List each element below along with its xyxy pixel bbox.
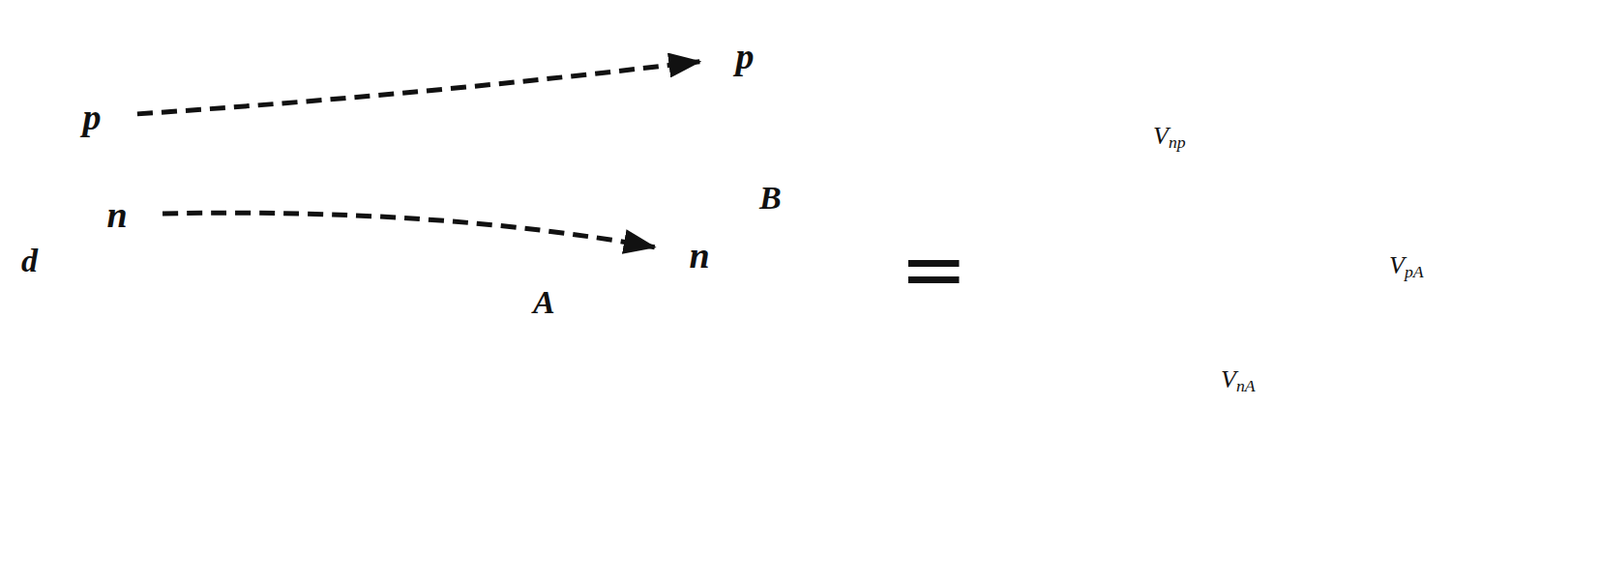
motion-arrow bbox=[188, 160, 386, 168]
neutron: n bbox=[71, 169, 163, 261]
neutron-ball bbox=[699, 471, 785, 557]
proton-ball bbox=[1363, 490, 1450, 576]
node-letter: A bbox=[533, 286, 556, 320]
proton: p bbox=[46, 71, 138, 163]
potential-line bbox=[1117, 76, 1288, 256]
neutron-circle bbox=[654, 210, 744, 300]
neutron-ball bbox=[655, 417, 741, 504]
neutron-ball bbox=[510, 377, 596, 463]
proton-ball bbox=[1489, 524, 1575, 579]
system-b-shape bbox=[484, 183, 797, 572]
nucleus-a: A bbox=[500, 305, 762, 567]
trajectory-arrow bbox=[162, 212, 655, 247]
proton-ball bbox=[1426, 420, 1512, 506]
nucleus-outline bbox=[502, 307, 760, 565]
equals-sign: = bbox=[899, 228, 968, 310]
potential-line bbox=[1287, 76, 1470, 480]
nucleus-body bbox=[512, 318, 749, 555]
node-letter: B bbox=[759, 181, 782, 215]
proton-ball bbox=[1388, 366, 1474, 452]
system-b: BnA bbox=[484, 183, 797, 572]
potential-label: Vnp bbox=[1153, 123, 1186, 152]
neutron-ball bbox=[1349, 420, 1435, 506]
potential-label: VpA bbox=[1389, 253, 1424, 282]
symbol: V bbox=[1389, 251, 1405, 280]
potential-label: VnA bbox=[1220, 367, 1256, 396]
system-b-outline bbox=[486, 185, 795, 570]
nucleus-outline bbox=[1340, 351, 1599, 579]
proton-circle bbox=[47, 72, 137, 162]
nucleons bbox=[1334, 362, 1600, 579]
neutron-ball bbox=[1538, 514, 1600, 579]
neutron-ball bbox=[563, 495, 650, 579]
neutron-ball bbox=[1452, 362, 1539, 448]
neutron: n bbox=[653, 209, 745, 301]
node-letter: p bbox=[83, 98, 102, 136]
neutron-ball bbox=[1334, 364, 1421, 450]
potential-line bbox=[1117, 255, 1470, 480]
proton-ball bbox=[549, 323, 635, 409]
nucleus-a-shape bbox=[500, 305, 762, 567]
deuteron: dpn bbox=[25, 45, 179, 281]
node-letter: d bbox=[21, 244, 38, 278]
symbol: V bbox=[1153, 121, 1169, 150]
trajectory-arrow bbox=[137, 61, 700, 115]
proton-ball bbox=[588, 377, 674, 463]
proton-ball bbox=[1513, 398, 1600, 484]
nucleus-body bbox=[1351, 361, 1588, 579]
neutron-ball bbox=[1494, 461, 1580, 547]
neutron-circle bbox=[72, 170, 162, 260]
proton-ball bbox=[651, 480, 737, 566]
nucleons bbox=[496, 319, 785, 579]
neutron-ball bbox=[592, 448, 679, 534]
deuteron-ellipse bbox=[1042, 1, 1366, 336]
neutron-ball bbox=[1431, 492, 1517, 578]
neutron bbox=[1071, 209, 1163, 301]
proton: p bbox=[699, 10, 791, 102]
subscript: pA bbox=[1404, 262, 1424, 282]
neutron-ball bbox=[496, 321, 582, 407]
proton-ball bbox=[525, 446, 611, 533]
subscript: nA bbox=[1236, 376, 1256, 396]
neutron-ball bbox=[1402, 538, 1488, 579]
proton bbox=[1242, 30, 1334, 122]
neutron-ball bbox=[614, 319, 700, 405]
proton-ball bbox=[675, 355, 761, 441]
deuteron-shape bbox=[25, 45, 179, 281]
node-letter: p bbox=[736, 37, 755, 75]
node-letter: n bbox=[106, 196, 127, 234]
node-letter: n bbox=[688, 237, 710, 274]
symbol: V bbox=[1220, 365, 1237, 394]
proton-circle bbox=[700, 11, 790, 101]
subscript: np bbox=[1168, 132, 1186, 152]
deuteron-outline bbox=[27, 47, 178, 279]
